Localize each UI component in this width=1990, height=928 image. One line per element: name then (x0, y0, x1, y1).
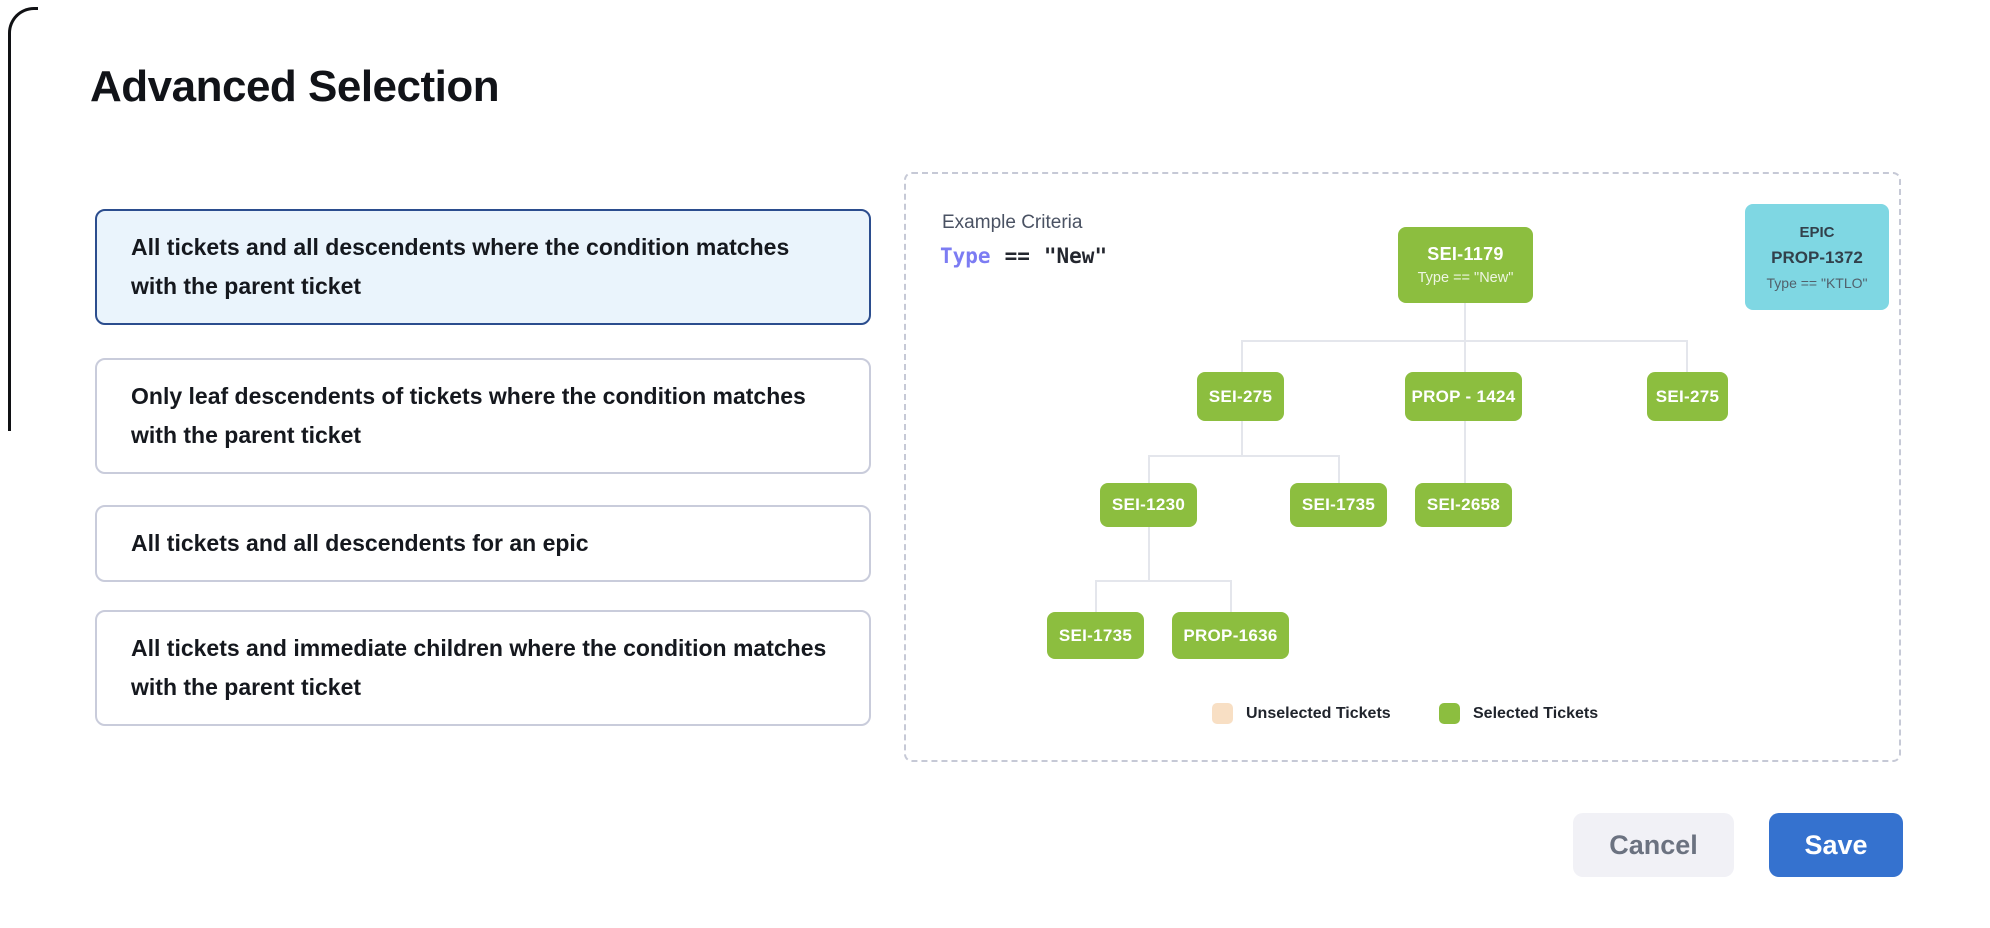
tree-node-label: SEI-2658 (1426, 495, 1501, 514)
tree-node-label: PROP - 1424 (1411, 386, 1516, 406)
tree-node-label: SEI-275 (1208, 386, 1273, 406)
legend-unselected: Unselected Tickets (1212, 703, 1391, 724)
option-label: All tickets and immediate children where… (131, 635, 827, 700)
tree-node-label: PROP-1636 (1183, 625, 1278, 645)
example-criteria-heading: Example Criteria (942, 212, 1083, 233)
criteria-operator: == (1004, 244, 1030, 268)
tree-connector (1338, 455, 1340, 483)
tree-node-label: SEI-1230 (1111, 495, 1186, 514)
page-title: Advanced Selection (90, 62, 500, 111)
tree-node-label: SEI-1735 (1301, 495, 1376, 514)
tree-connector (1095, 580, 1231, 582)
tree-node: SEI-1735 (1047, 612, 1144, 659)
legend-selected: Selected Tickets (1439, 703, 1598, 724)
option-label: All tickets and all descendents for an e… (131, 530, 589, 556)
tree-node-label: SEI-275 (1655, 386, 1720, 406)
option-leaf-descendents-condition[interactable]: Only leaf descendents of tickets where t… (95, 358, 871, 474)
cancel-button[interactable]: Cancel (1573, 813, 1734, 877)
tree-node: PROP-1636 (1172, 612, 1289, 659)
tree-node: SEI-275 (1197, 372, 1284, 421)
epic-card: EPIC PROP-1372 Type == "KTLO" (1745, 204, 1889, 310)
legend-label: Selected Tickets (1473, 704, 1599, 722)
tree-node-criteria: Type == "New" (1417, 270, 1514, 286)
tree-connector (1241, 340, 1243, 372)
option-label: All tickets and all descendents where th… (131, 234, 790, 299)
example-criteria-panel: Example Criteria Type == "New" EPIC PROP… (904, 172, 1901, 762)
tree-connector (1148, 527, 1150, 580)
option-all-descendents-condition[interactable]: All tickets and all descendents where th… (95, 209, 871, 325)
tree-connector (1230, 580, 1232, 612)
selected-swatch (1439, 703, 1460, 724)
criteria-field: Type (940, 244, 991, 268)
tree-node-label: SEI-1735 (1058, 625, 1133, 645)
tree-node: SEI-2658 (1415, 483, 1512, 527)
tree-node: SEI-1735 (1290, 483, 1387, 527)
unselected-swatch (1212, 703, 1233, 724)
epic-card-id: PROP-1372 (1771, 247, 1863, 267)
option-label: Only leaf descendents of tickets where t… (131, 383, 806, 448)
tree-connector (1148, 455, 1339, 457)
tree-connector (1464, 303, 1466, 341)
epic-card-type: EPIC (1799, 223, 1835, 241)
tree-connector (1464, 340, 1466, 372)
epic-card-criteria: Type == "KTLO" (1766, 274, 1868, 291)
tree-connector (1464, 421, 1466, 483)
tree-connector (1095, 580, 1097, 612)
tree-node: SEI-1230 (1100, 483, 1197, 527)
tree-node-root: SEI-1179 Type == "New" (1398, 227, 1533, 303)
window-corner-artifact (8, 7, 38, 431)
tree-node-label: SEI-1179 (1427, 244, 1504, 264)
save-button[interactable]: Save (1769, 813, 1903, 877)
legend-label: Unselected Tickets (1246, 704, 1391, 722)
tree-connector (1686, 340, 1688, 372)
tree-node: PROP - 1424 (1405, 372, 1522, 421)
tree-node: SEI-275 (1647, 372, 1728, 421)
option-immediate-children-condition[interactable]: All tickets and immediate children where… (95, 610, 871, 726)
tree-connector (1148, 455, 1150, 483)
criteria-value: "New" (1043, 244, 1108, 268)
tree-connector (1241, 421, 1243, 455)
criteria-expression: Type == "New" (940, 244, 1107, 268)
option-all-descendents-epic[interactable]: All tickets and all descendents for an e… (95, 505, 871, 582)
